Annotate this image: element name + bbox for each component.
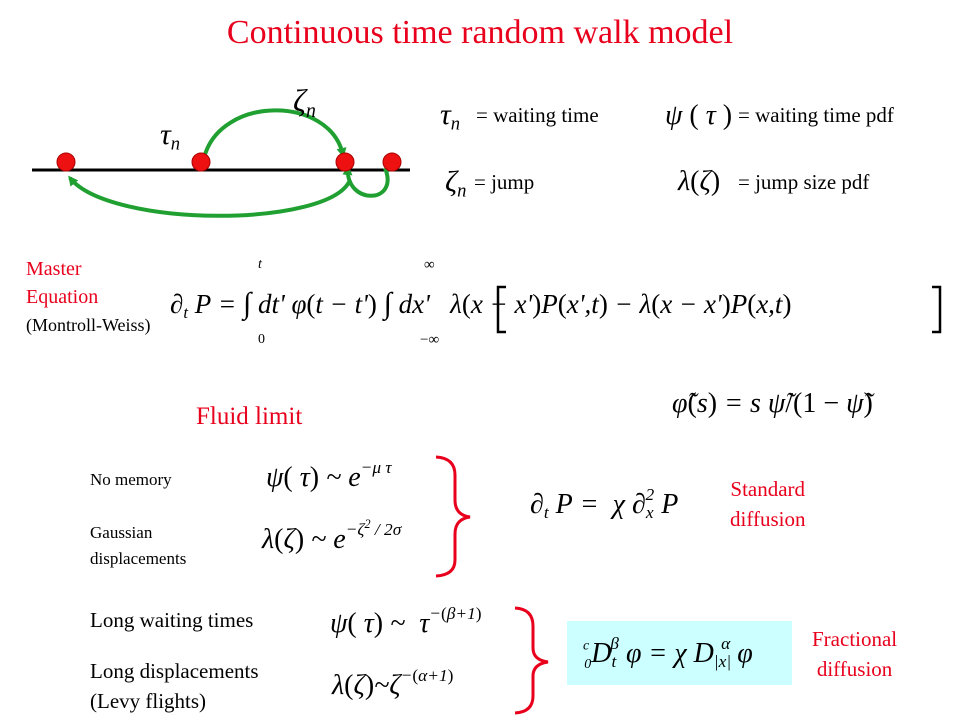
master-label-line1: Master — [26, 258, 82, 280]
long-waiting-label: Long waiting times — [90, 608, 254, 632]
lambda-power-law: λ(ζ)~ζ−(α+1) — [332, 666, 454, 702]
zeta-n-symbol: ζn — [293, 82, 316, 122]
lambda-gaussian: λ(ζ) ~ e−ζ2 / 2σ — [262, 517, 402, 555]
jump-def: = jump — [474, 170, 535, 194]
long-displacements-label: Long displacements (Levy flights) — [90, 656, 259, 716]
page-title: Continuous time random walk model — [226, 14, 734, 51]
jump-size-pdf-def: = jump size pdf — [738, 170, 870, 194]
phi-tilde-relation: φ̃(s) = s ψ̃/(1 − ψ̃) — [672, 388, 873, 419]
gaussian-label-line1: Gaussian — [90, 523, 153, 542]
psi-tau-symbol: ψ ( τ ) — [665, 100, 733, 131]
integral-lower-0: 0 — [258, 332, 265, 347]
standard-diffusion-label: Standard diffusion — [730, 474, 805, 534]
psi-power-law: ψ( τ) ~ τ−(β+1) — [330, 604, 482, 640]
gaussian-label-line2: displacements — [90, 549, 187, 568]
standard-diffusion-equation: ∂t P = χ ∂x2 P — [530, 485, 679, 523]
bracket-left — [496, 285, 506, 334]
lambda-zeta-symbol: λ(ζ) — [678, 166, 721, 197]
jump-arrow-forward — [202, 108, 347, 159]
master-label-line3: (Montroll-Weiss) — [26, 315, 151, 335]
jump-arrow-back — [68, 175, 352, 218]
walker-position-dot — [382, 152, 402, 172]
fractional-equation-box — [567, 621, 792, 685]
psi-exponential: ψ( τ) ~ e−μ τ — [266, 458, 392, 494]
waiting-time-pdf-def: = waiting time pdf — [738, 103, 894, 127]
tau-n-def-symbol: τn — [440, 98, 461, 135]
standard-line2: diffusion — [730, 507, 806, 531]
fractional-line2: diffusion — [816, 657, 893, 681]
no-memory-label: No memory — [90, 470, 172, 489]
fractional-diffusion-equation: c0Dtβ φ = χ D|x|α φ — [583, 634, 753, 672]
walker-position-dot — [56, 152, 76, 172]
long-disp-line1: Long displacements — [90, 659, 259, 683]
bracket-right — [932, 285, 942, 334]
fractional-line1: Fractional — [812, 627, 898, 651]
integral-upper-t: t — [258, 257, 262, 272]
zeta-n-def-symbol: ζn — [445, 165, 467, 202]
walker-position-dot — [335, 152, 355, 172]
gaussian-label: Gaussian displacements — [90, 520, 186, 572]
integral-upper-inf: ∞ — [424, 257, 435, 273]
tau-n-symbol: τn — [160, 118, 181, 155]
brace-standard — [435, 455, 471, 578]
master-equation: ∂t P = ∫ dt' φ(t − t') ∫ dx' λ(x − x')P(… — [170, 287, 792, 323]
walker-position-dot — [191, 152, 211, 172]
brace-fractional — [514, 606, 549, 715]
long-disp-line2: (Levy flights) — [90, 689, 207, 713]
master-equation-label: Master Equation (Montroll-Weiss) — [26, 255, 151, 339]
fluid-limit-heading: Fluid limit — [196, 403, 303, 430]
standard-line1: Standard — [730, 477, 806, 501]
fractional-diffusion-label: Fractional diffusion — [812, 624, 897, 684]
jump-arrow-small — [342, 165, 390, 198]
master-label-line2: Equation — [26, 286, 99, 308]
waiting-time-def: = waiting time — [476, 103, 599, 127]
integral-lower-neg-inf: −∞ — [420, 332, 440, 348]
